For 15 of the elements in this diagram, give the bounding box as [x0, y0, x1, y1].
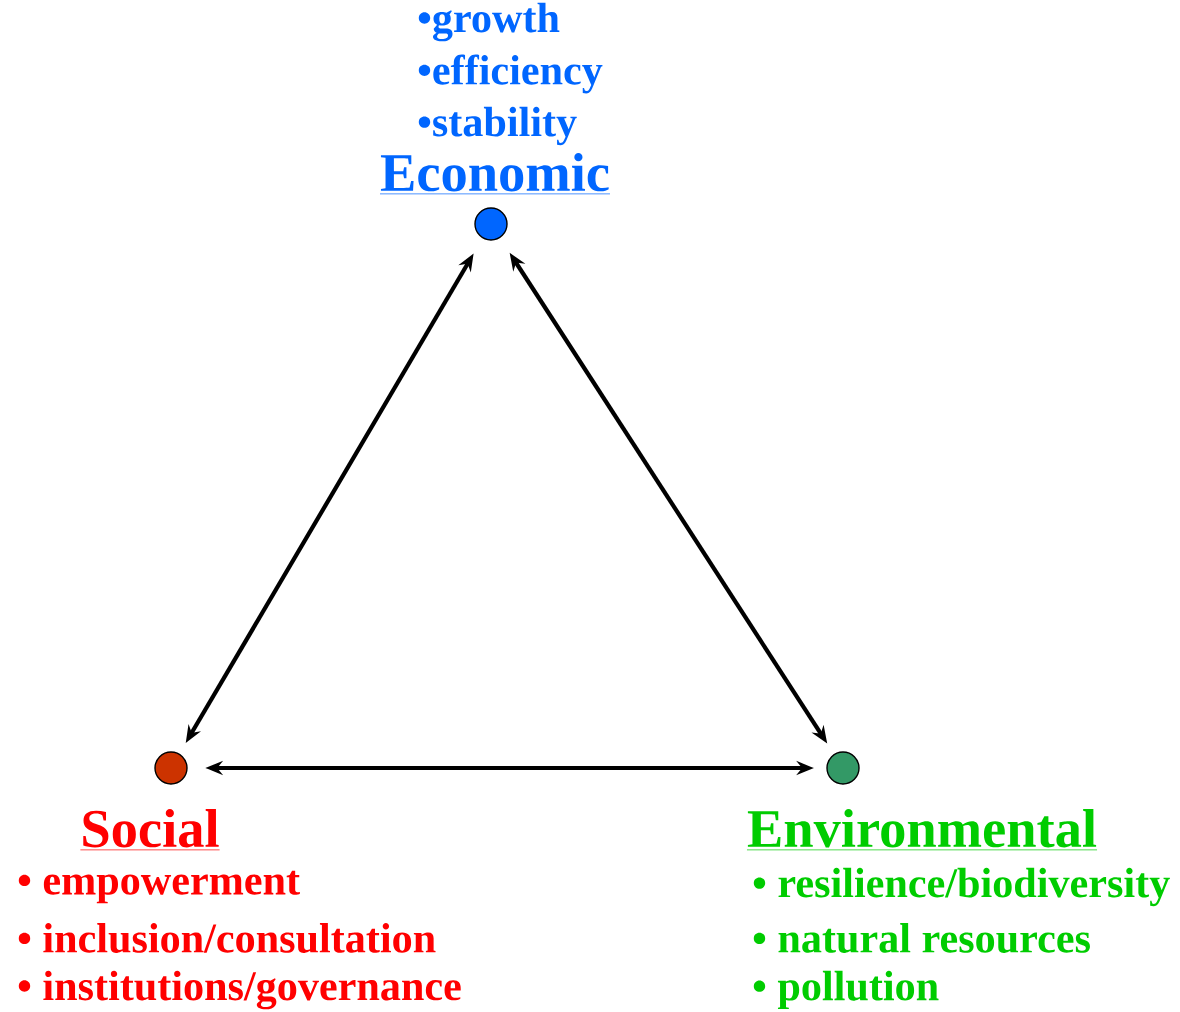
bullet-item: •efficiency: [418, 54, 603, 94]
dot: [154, 751, 188, 785]
bullet-item: •stability: [418, 106, 577, 146]
heading: Environmental: [746, 809, 1098, 851]
bullet-item: •growth: [418, 2, 560, 42]
dot: [826, 751, 860, 785]
bullet-item: • institutions/governance: [18, 970, 461, 1010]
bullet-item: • empowerment: [18, 870, 300, 904]
bullet-item: • resilience/biodiversity: [753, 867, 1170, 907]
bullet-item: • pollution: [753, 970, 939, 1010]
heading: Economic: [379, 153, 611, 195]
heading: Social: [80, 809, 220, 851]
bullet-item: • inclusion/consultation: [18, 923, 436, 953]
bullet-item: • natural resources: [753, 923, 1090, 953]
dot: [474, 207, 508, 241]
